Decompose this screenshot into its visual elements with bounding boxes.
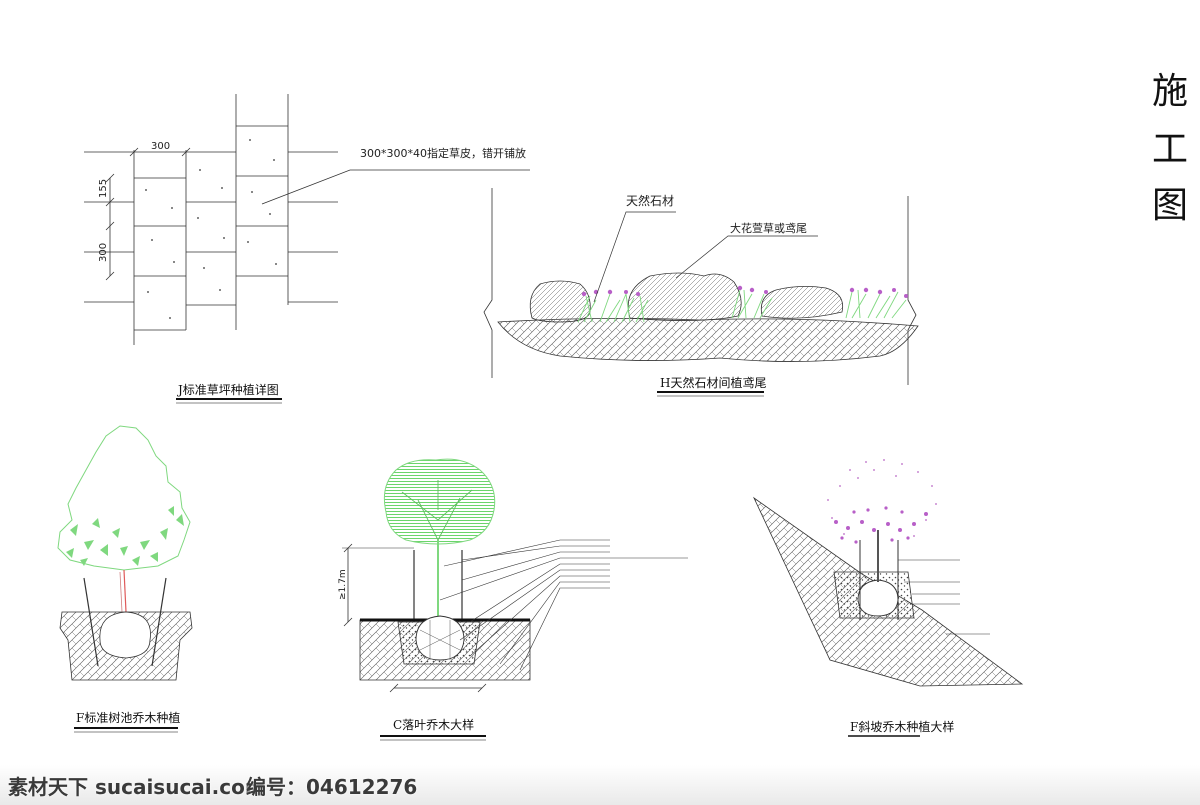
- panel-h-stone-left: [529, 280, 591, 323]
- panel-h-stone-planting: [483, 188, 919, 385]
- watermark-footer: 素材天下 sucaisucai.com 编号：04612276: [0, 765, 1200, 805]
- panel-f-canopy: [57, 425, 191, 571]
- panel-f-tree-pit: [57, 425, 193, 681]
- side-title-char-2: 工: [1151, 129, 1188, 170]
- side-title-char-1: 施: [1151, 71, 1188, 112]
- panel-c-callout-leaders: [439, 539, 688, 671]
- panel-f-leaf-triangles: [66, 506, 184, 566]
- panel-f-stake-right: [151, 577, 167, 667]
- panel-h-label-stone: 天然石材: [626, 193, 674, 208]
- panel-j-dim-300: 300: [98, 243, 109, 262]
- panel-f-title: F标准树池乔木种植: [76, 710, 180, 725]
- panel-h-stone-right: [760, 286, 844, 319]
- watermark-serial: 编号：04612276: [246, 775, 418, 799]
- watermark-brand: 素材天下 sucaisucai.com: [8, 775, 266, 799]
- panel-c-rootball-net: [419, 620, 461, 660]
- panel-h-leader-plants: [675, 235, 818, 279]
- panel-slope-callout-leaders: [898, 559, 990, 635]
- panel-h-title: H天然石材间植鸢尾: [660, 375, 766, 390]
- panel-j-dim-155: 155: [98, 179, 109, 198]
- panel-f-rootball: [99, 611, 151, 659]
- panel-h-left-wall: [483, 188, 493, 378]
- panel-slope-rootball: [857, 579, 899, 617]
- panel-h-stone-middle: [627, 272, 742, 321]
- panel-j-dim-top: 300: [151, 141, 170, 152]
- panel-slope-tree: [752, 459, 1024, 687]
- panel-c-dim-arrow-1: [343, 543, 353, 553]
- panel-c-title: C落叶乔木大样: [393, 717, 474, 732]
- panel-j-title: J标准草坪种植详图: [176, 382, 279, 397]
- side-title-char-3: 图: [1151, 185, 1188, 226]
- panel-c-rootball: [415, 615, 465, 661]
- panel-h-leader-stone: [593, 211, 676, 303]
- panel-h-iris-clumps: [577, 289, 907, 323]
- panel-h-label-plants: 大花萱草或鸢尾: [730, 221, 807, 235]
- panel-f-trunk: [123, 569, 127, 613]
- panel-c-dim-bottom-arrow-1: [389, 683, 399, 693]
- panel-h-soil-mound: [497, 318, 919, 362]
- panel-j-lawn-detail: [84, 94, 530, 345]
- panel-h-right-wall: [907, 196, 917, 385]
- panel-c-deciduous-tree: [342, 458, 688, 693]
- panel-slope-blossoms: [834, 506, 928, 544]
- panel-h-iris-flowers: [581, 285, 908, 298]
- panel-c-dim-bottom-arrow-2: [477, 683, 487, 693]
- panel-c-dim-arrow-2: [343, 617, 353, 627]
- panel-f-stake-left: [83, 577, 99, 667]
- panel-c-canopy: [383, 458, 496, 545]
- panel-c-height-dim: ≥1.7m: [338, 569, 348, 600]
- panel-slope-canopy-dots: [827, 459, 937, 537]
- panel-j-note: 300*300*40指定草皮，错开铺放: [360, 146, 526, 160]
- panel-j-grass-dots: [145, 139, 277, 319]
- panel-f-trunk-2: [119, 571, 123, 613]
- panel-slope-title: F斜坡乔木种植大样: [850, 719, 954, 734]
